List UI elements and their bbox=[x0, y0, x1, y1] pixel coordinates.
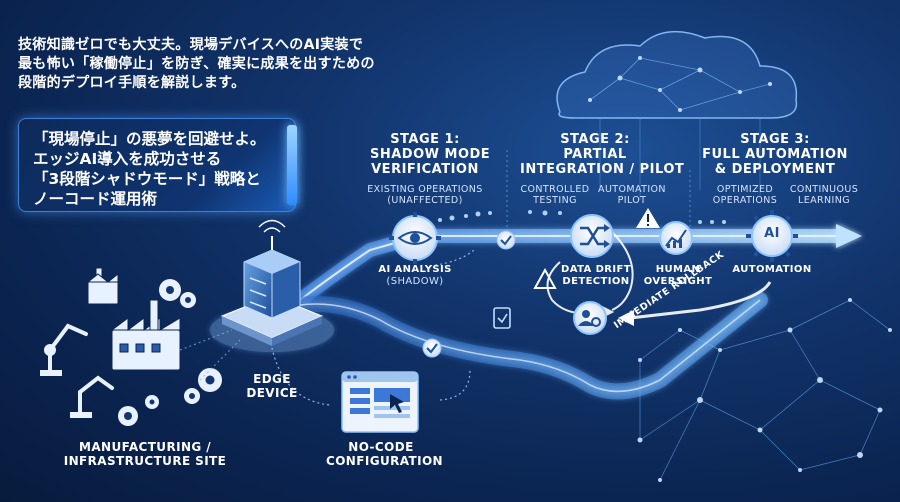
stage-3-title: STAGE 3: FULL AUTOMATION & DEPLOYMENT bbox=[700, 132, 850, 177]
data-drift-label-2: DETECTION bbox=[562, 276, 630, 287]
human-oversight-label-1: HUMAN bbox=[655, 264, 701, 275]
edge-device-label-2: DEVICE bbox=[246, 386, 298, 400]
stage-3-name-1: FULL AUTOMATION bbox=[702, 147, 848, 162]
human-oversight-label-2: OVERSIGHT bbox=[643, 276, 713, 287]
stage-1-sub: EXISTING OPERATIONS (UNAFFECTED) bbox=[355, 184, 495, 206]
stage-1-sub-1: EXISTING OPERATIONS bbox=[367, 184, 483, 195]
edge-device-label-1: EDGE bbox=[253, 372, 291, 386]
document-check-icon bbox=[493, 307, 511, 329]
gear-icon bbox=[118, 279, 222, 426]
factory-icon bbox=[86, 267, 181, 371]
ai-analysis-label: AI ANALYSIS (SHADOW) bbox=[375, 264, 455, 288]
shuffle-icon bbox=[570, 214, 614, 258]
stage-1-name-1: SHADOW MODE bbox=[370, 147, 491, 162]
eye-icon bbox=[389, 212, 441, 264]
nocode-label-2: CONFIGURATION bbox=[326, 454, 443, 468]
stage-2-sub-a-1: CONTROLLED bbox=[520, 184, 590, 195]
intro-line-1: 技術知識ゼロでも大丈夫。現場デバイスへのAI実装で bbox=[18, 37, 364, 53]
stage-2-number: STAGE 2: bbox=[560, 132, 630, 147]
headline-line-2: エッジAI導入を成功させる bbox=[33, 150, 222, 168]
chart-icon bbox=[659, 221, 693, 255]
stage-3-sub-b-2: LEARNING bbox=[798, 195, 850, 206]
card-accent-bar bbox=[287, 125, 297, 205]
data-drift-label-1: DATA DRIFT bbox=[561, 264, 631, 275]
delta-icon bbox=[533, 267, 557, 289]
rollback-arrow bbox=[618, 281, 772, 326]
stage-2-sub-b-2: PILOT bbox=[617, 195, 647, 206]
data-drift-label: DATA DRIFT DETECTION bbox=[556, 264, 636, 288]
headline-line-4: ノーコード運用術 bbox=[33, 190, 158, 208]
settings-user-icon bbox=[573, 301, 607, 335]
site-label: MANUFACTURING / INFRASTRUCTURE SITE bbox=[60, 440, 230, 468]
edge-device-icon bbox=[210, 219, 334, 352]
stage-3-sub-b: CONTINUOUS LEARNING bbox=[784, 184, 864, 206]
cloud-icon bbox=[556, 30, 798, 200]
check-icon bbox=[422, 230, 516, 358]
stage-2-title: STAGE 2: PARTIAL INTEGRATION / PILOT bbox=[520, 132, 685, 177]
stage-1-number: STAGE 1: bbox=[390, 132, 460, 147]
site-label-1: MANUFACTURING / bbox=[78, 440, 212, 454]
automation-label: AUTOMATION bbox=[732, 264, 812, 275]
main-stream-arrow bbox=[293, 224, 862, 307]
stage-2-sub-a: CONTROLLED TESTING bbox=[520, 184, 590, 206]
stage-2-sub-a-2: TESTING bbox=[533, 195, 577, 206]
stage-2-name-2: INTEGRATION / PILOT bbox=[520, 162, 685, 177]
ai-analysis-label-1: AI ANALYSIS bbox=[378, 264, 452, 275]
ai-analysis-label-2: (SHADOW) bbox=[386, 276, 444, 287]
human-oversight-label: HUMAN OVERSIGHT bbox=[640, 264, 716, 288]
nocode-label: NO-CODE CONFIGURATION bbox=[326, 440, 443, 468]
stage-3-number: STAGE 3: bbox=[740, 132, 810, 147]
edge-device-label: EDGE DEVICE bbox=[240, 372, 304, 400]
stage-2-sub-b: AUTOMATION PILOT bbox=[594, 184, 670, 206]
network-mesh bbox=[639, 299, 891, 481]
intro-line-2: 最も怖い「稼働停止」を防ぎ、確実に成果を出すための bbox=[18, 56, 375, 72]
stage-3-name-2: & DEPLOYMENT bbox=[714, 162, 836, 177]
ai-chip-icon bbox=[746, 210, 798, 262]
stage-3-sub-a-2: OPERATIONS bbox=[712, 195, 778, 206]
ai-chip-label: AI bbox=[764, 226, 780, 241]
stage-1-title: STAGE 1: SHADOW MODE VERIFICATION bbox=[370, 132, 491, 177]
lower-stream-path bbox=[292, 292, 768, 400]
intro-line-3: 段階的デプロイ手順を解説します。 bbox=[18, 75, 246, 91]
nocode-label-1: NO-CODE bbox=[348, 440, 414, 454]
headline-card: 「現場停止」の悪夢を回避せよ。 エッジAI導入を成功させる 「3段階シャドウモー… bbox=[18, 118, 297, 212]
stage-3-sub-b-1: CONTINUOUS bbox=[789, 184, 859, 195]
stage-2-name-1: PARTIAL bbox=[563, 147, 627, 162]
site-label-2: INFRASTRUCTURE SITE bbox=[63, 454, 227, 468]
stage-2-sub-b-1: AUTOMATION bbox=[598, 184, 666, 195]
warning-icon bbox=[636, 208, 660, 228]
robot-arm-icon bbox=[40, 323, 114, 418]
stage-3-sub-a: OPTIMIZED OPERATIONS bbox=[710, 184, 780, 206]
stage-1-sub-2: (UNAFFECTED) bbox=[387, 195, 463, 206]
nocode-window-icon bbox=[341, 371, 419, 433]
headline-line-1: 「現場停止」の悪夢を回避せよ。 bbox=[33, 130, 266, 148]
intro-text: 技術知識ゼロでも大丈夫。現場デバイスへのAI実装で 最も怖い「稼働停止」を防ぎ、… bbox=[18, 36, 418, 93]
stage-3-sub-a-1: OPTIMIZED bbox=[716, 184, 774, 195]
headline-line-3: 「3段階シャドウモード」戦略と bbox=[33, 170, 261, 188]
stage-1-name-2: VERIFICATION bbox=[371, 162, 479, 177]
